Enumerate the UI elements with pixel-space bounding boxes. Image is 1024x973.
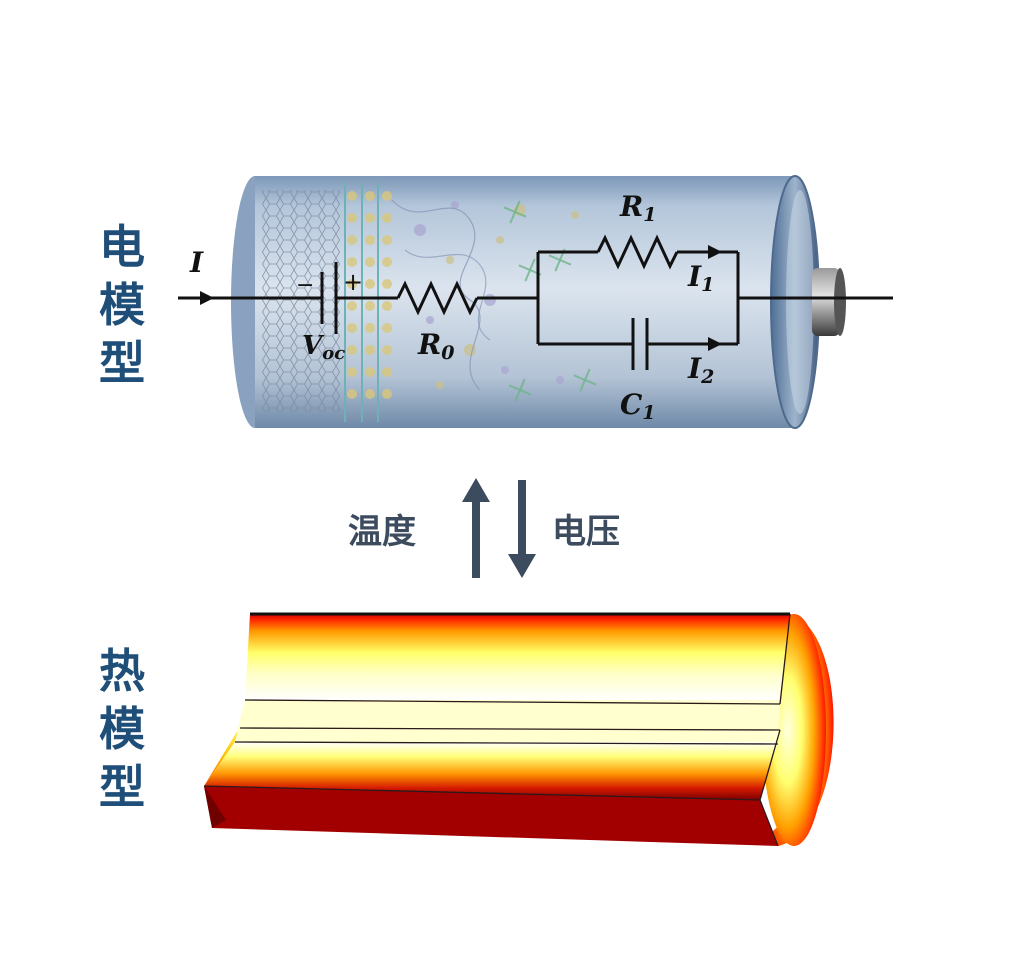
electrolyte-particle [414,224,426,236]
heat-front-surface [204,742,778,800]
molecule-bond [524,269,531,282]
electrolyte-particle [501,366,509,374]
molecule-bond [559,259,572,266]
ion-particle [382,345,392,355]
electrolyte-particle [496,236,504,244]
ion-particle [365,301,375,311]
i2-label: I2 [687,352,714,388]
ion-particle [382,323,392,333]
ion-particle [365,191,375,201]
electric-model-char: 电 [99,220,145,274]
ion-particle [382,257,392,267]
molecule-bond [584,368,591,381]
ion-particle [365,257,375,267]
ion-particle [365,389,375,399]
thermal-model-label: 热 模 型 [92,642,152,816]
i1-arrow [708,245,722,259]
c1-label: C1 [620,388,656,424]
ion-particle [382,389,392,399]
ion-particle [347,389,357,399]
molecule-bond [514,200,521,213]
molecule-bond [514,211,527,218]
molecule-bond [514,389,521,402]
equivalent-circuit [178,234,893,370]
electric-model-label: 电 模 型 [92,218,152,392]
r1-resistor [596,234,679,270]
electrolyte-particle [436,381,444,389]
ion-particle [347,257,357,267]
ion-particle [347,301,357,311]
r1-label: R1 [619,190,657,226]
thermal-cylinder [203,612,834,847]
r0-label: R0 [417,328,455,364]
ion-particle [382,301,392,311]
ion-particle [365,367,375,377]
electrolyte-particle [451,201,459,209]
ion-particle [347,191,357,201]
ion-particle [382,367,392,377]
anode-graphite [262,190,340,412]
ion-particle [365,323,375,333]
current-arrow [200,291,214,305]
ion-particle [347,323,357,333]
molecule-bond [519,378,526,391]
electrolyte-particle [426,316,434,324]
molecule-bond [529,258,536,271]
i2-arrow [708,337,722,351]
ion-particle [382,213,392,223]
minus-sign: − [296,273,314,298]
ion-particle [382,279,392,289]
ion-particle [347,345,357,355]
molecule-bond [508,384,521,391]
ion-particle [382,191,392,201]
ion-particle [347,213,357,223]
ion-particle [365,345,375,355]
molecule-bond [519,389,532,396]
electrolyte-particle [484,294,496,306]
temperature-label: 温度 [348,512,416,552]
ion-particle [382,235,392,245]
i1-label: I1 [687,260,714,296]
electric-model-char: 模 [99,278,145,332]
molecule-bond [548,254,561,261]
battery-cell [231,175,846,429]
molecule-bond [554,259,561,272]
heat-top-surface [245,614,790,700]
molecule-bond [579,379,586,392]
plus-sign: + [343,268,363,296]
electrolyte-particle [571,211,579,219]
thermal-model-char: 型 [99,760,145,814]
ion-particle [347,279,357,289]
ion-particle [347,235,357,245]
voc-label: Voc [302,331,345,364]
molecule-bond [503,206,516,213]
molecule-bond [509,211,516,224]
battery-terminal [812,268,840,336]
heat-middle-band [235,700,780,742]
r0-resistor [396,280,479,316]
molecule-bond [518,264,531,271]
thermal-model-char: 模 [99,702,145,756]
ion-particle [365,279,375,289]
molecule-bond [573,374,586,381]
electrolyte-particles [347,191,597,402]
coupling-arrows [462,478,536,578]
temperature-up-arrow [462,478,490,578]
heat-bottom-surface [204,786,778,846]
ion-particle [365,235,375,245]
molecule-bond [584,379,597,386]
electrolyte-particle [556,376,564,384]
current-label: I [189,246,204,279]
thermal-model-char: 热 [99,644,145,698]
electric-model-char: 型 [99,336,145,390]
voltage-label: 电压 [552,512,620,552]
ion-particle [365,213,375,223]
ion-particle [347,367,357,377]
voltage-down-arrow [508,480,536,578]
electrolyte-particle [446,256,454,264]
